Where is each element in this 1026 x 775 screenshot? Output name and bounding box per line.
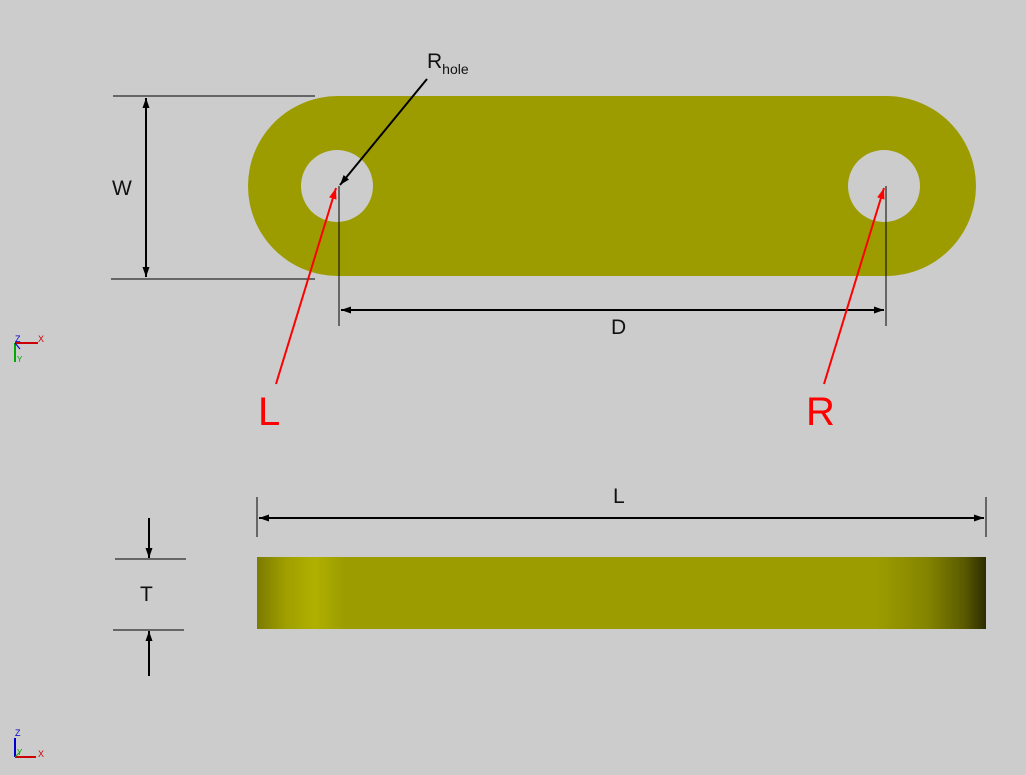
plate-top-view [248, 96, 976, 276]
left-hole-callout-line [275, 187, 337, 385]
axis-y-label: Y [17, 748, 23, 757]
distance-label: D [611, 316, 626, 339]
axis-x-label: X [38, 334, 44, 344]
hole-radius-leader [339, 78, 428, 186]
axis-z-label: Z [15, 728, 21, 738]
left-hole-callout: L [258, 390, 280, 434]
right-hole-callout-line [823, 187, 885, 385]
axis-y-label: Y [17, 355, 23, 364]
axis-triad-bottom: X Z Y [14, 728, 44, 759]
right-hole-callout: R [806, 390, 835, 434]
axis-triad-top: X Z Y [14, 334, 44, 364]
axis-x-label: X [38, 749, 44, 759]
plate-side-view [257, 557, 986, 629]
thickness-label: T [140, 583, 153, 606]
width-label: W [112, 177, 132, 200]
length-label: L [613, 485, 625, 508]
hole-radius-label: Rhole [427, 50, 469, 77]
axis-z-label: Z [15, 334, 21, 344]
